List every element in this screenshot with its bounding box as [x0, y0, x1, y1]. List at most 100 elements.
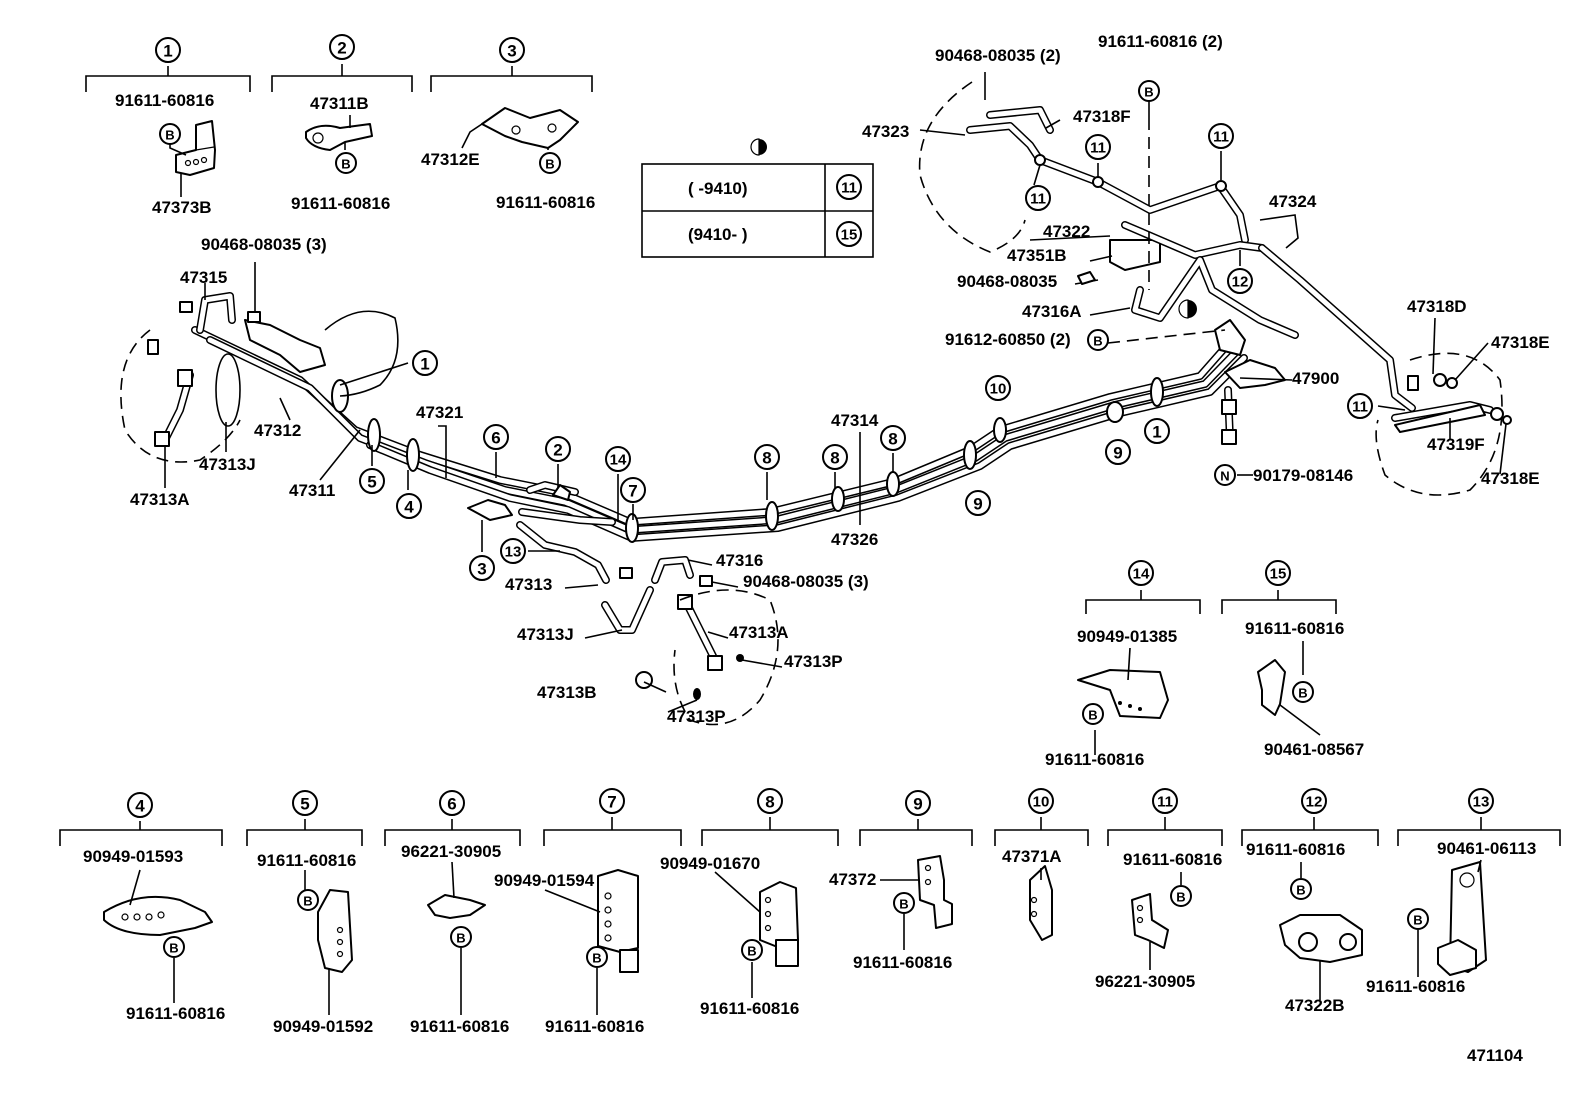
callout-c11a: 11 [1085, 134, 1111, 160]
callout-number: 12 [1306, 794, 1323, 811]
group-14-15 [1077, 590, 1337, 755]
bolt-letter: N [1220, 469, 1229, 484]
part-number-t1: 91611-60816 [115, 91, 214, 110]
part-number-t45: 91611-60816 [126, 1004, 225, 1023]
bolt-marker-b9: B [297, 889, 319, 911]
part-number-t20: 47313A [729, 623, 789, 642]
part-number-t17: 47313P [667, 707, 726, 726]
part-number-t62: 91611-60816 [1366, 977, 1465, 996]
callout-number: 8 [765, 793, 774, 812]
callout-c13h: 13 [1468, 788, 1494, 814]
callout-c8c: 8 [880, 425, 906, 451]
part-number-t53: 91611-60816 [700, 999, 799, 1018]
callout-c10: 10 [985, 375, 1011, 401]
bolt-letter: B [747, 944, 756, 959]
callout-number: 7 [628, 482, 637, 501]
right-upper-brake-assembly [918, 72, 1416, 476]
callout-c6: 6 [483, 424, 509, 450]
bolt-marker-b1: B [159, 123, 181, 145]
callout-number: 11 [1090, 140, 1106, 157]
bolt-letter: B [169, 941, 178, 956]
bolt-marker-b2: B [335, 152, 357, 174]
bracket-47373b [169, 120, 216, 197]
part-number-t46: 91611-60816 [257, 851, 356, 870]
callout-c12h: 12 [1301, 788, 1327, 814]
bolt-marker-b16: B [1407, 908, 1429, 930]
bolt-marker-b12: B [741, 939, 763, 961]
part-number-t58: 96221-30905 [1095, 972, 1195, 991]
callout-number: 14 [610, 452, 627, 469]
callout-number: 1 [1152, 423, 1161, 442]
part-number-t50: 90949-01594 [494, 871, 595, 890]
callout-number: 6 [491, 429, 500, 448]
part-number-t24: 90468-08035 (2) [935, 46, 1061, 65]
part-number-t28: 47322 [1043, 222, 1090, 241]
part-number-t40: 90949-01385 [1077, 627, 1177, 646]
part-number-t42: 91611-60816 [1245, 619, 1344, 638]
callout-number: 8 [830, 449, 839, 468]
bolt-letter: B [1088, 708, 1097, 723]
callout-number: 14 [1133, 566, 1150, 583]
part-number-t54: 47372 [829, 870, 876, 889]
callout-c1b: 1 [412, 350, 438, 376]
part-number-t31: 47316A [1022, 302, 1082, 321]
callout-c5: 5 [359, 468, 385, 494]
part-number-t25: 91611-60816 (2) [1098, 32, 1223, 51]
bolt-letter: B [165, 128, 174, 143]
part-number-t49: 91611-60816 [410, 1017, 509, 1036]
part-number-t38: 47319F [1427, 435, 1485, 454]
part-number-t8: 47315 [180, 268, 227, 287]
part-number-t36: 47318D [1407, 297, 1467, 316]
bolt-marker-b7: B [1292, 681, 1314, 703]
part-number-t5: 47312E [421, 150, 480, 169]
callout-number: 13 [1473, 794, 1490, 811]
part-number-t14: 47313 [505, 575, 552, 594]
callout-c8b: 8 [822, 444, 848, 470]
callout-c8h: 8 [757, 788, 783, 814]
part-number-t41: 91611-60816 [1045, 750, 1144, 769]
callout-c7h: 7 [599, 788, 625, 814]
part-number-t48: 96221-30905 [401, 842, 501, 861]
callout-number: 11 [1157, 794, 1173, 811]
part-number-t9: 47312 [254, 421, 301, 440]
part-number-t55: 91611-60816 [853, 953, 952, 972]
callout-number: 1 [420, 355, 429, 374]
part-number-t52: 90949-01670 [660, 854, 760, 873]
callout-number: 5 [300, 795, 309, 814]
part-number-t3: 47311B [310, 94, 369, 113]
bolt-marker-b10: B [450, 926, 472, 948]
callout-c11c: 11 [1025, 185, 1051, 211]
bolt-letter: B [303, 894, 312, 909]
part-number-t57: 91611-60816 [1123, 850, 1222, 869]
callout-number: 15 [1270, 566, 1287, 583]
part-number-t10: 47313J [199, 455, 256, 474]
callout-c11d: 11 [1347, 393, 1373, 419]
part-number-t13: 47321 [416, 403, 463, 422]
part-number-t27: 47318F [1073, 107, 1131, 126]
part-number-t21: 47313P [784, 652, 843, 671]
part-number-t30: 90468-08035 [957, 272, 1057, 291]
callout-c14h: 14 [1128, 560, 1154, 586]
table-row-2: (9410- ) [688, 225, 748, 244]
callout-number: 4 [404, 498, 414, 517]
part-number-layer: 91611-6081647373B47311B91611-6081647312E… [83, 32, 1550, 1065]
callout-number: 5 [367, 473, 376, 492]
bolt-marker-b13: B [893, 892, 915, 914]
callout-number: 2 [337, 39, 346, 58]
part-number-t37: 47318E [1491, 333, 1550, 352]
callout-number: 3 [507, 42, 516, 61]
bolt-letter: B [545, 157, 554, 172]
callout-c1: 1 [155, 37, 181, 63]
bolt-letter: B [1296, 883, 1305, 898]
part-number-t16: 47313B [537, 683, 597, 702]
callout-c6h: 6 [439, 790, 465, 816]
callout-c4: 4 [396, 493, 422, 519]
callout-c3b: 3 [469, 555, 495, 581]
part-number-t60: 47322B [1285, 996, 1345, 1015]
callout-c9h: 9 [905, 790, 931, 816]
part-number-t23: 47326 [831, 530, 878, 549]
